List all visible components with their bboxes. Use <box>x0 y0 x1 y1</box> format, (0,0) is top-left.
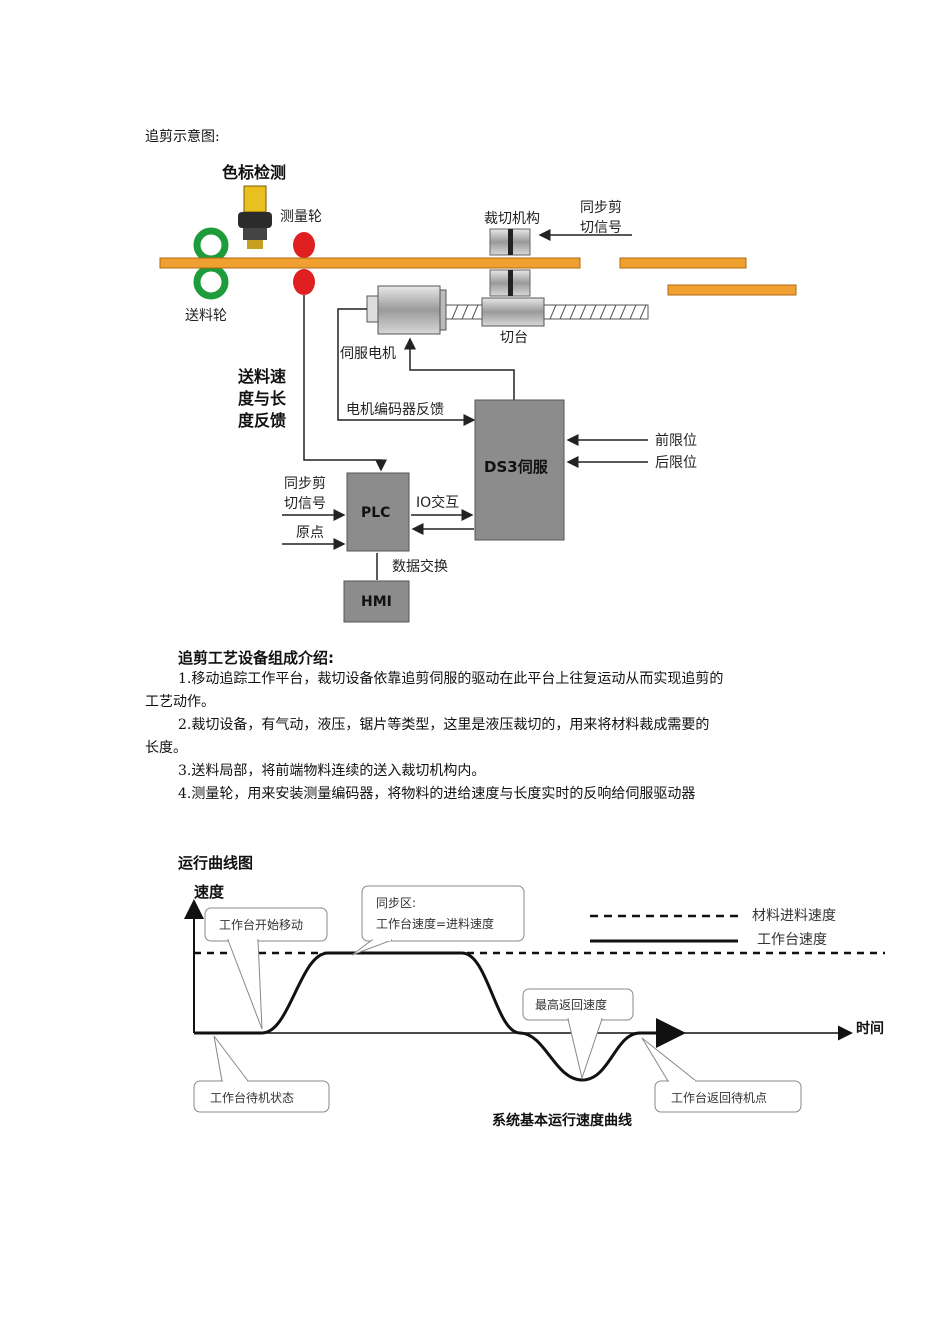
table-speed-curve <box>194 951 686 1082</box>
cutting-mechanism-label: 裁切机构 <box>484 211 540 227</box>
measure-wheel-bottom <box>293 269 315 295</box>
chase-cut-diagram: 色标检测 测量轮 送料轮 裁切机构 同步剪 切信号 切台 伺服电机 送料速 <box>159 163 797 623</box>
cut-table <box>481 297 545 327</box>
material-strip-cut-1 <box>619 257 747 269</box>
item-2-line2: 长度。 <box>145 740 187 756</box>
speed-curve-diagram: 速度 时间 材料进料速度 工作台速度 工作台开始移动 同步区: 工作台速度=进料… <box>184 883 885 1129</box>
feed-wheel-top <box>193 227 229 263</box>
callout-sync-line1: 同步区: <box>376 896 416 910</box>
curve-caption: 系统基本运行速度曲线 <box>492 1112 632 1129</box>
ds3-servo-label: DS3伺服 <box>484 458 549 476</box>
callout-sync-line2: 工作台速度=进料速度 <box>376 916 494 931</box>
data-exchange-label: 数据交换 <box>392 558 448 575</box>
item-2-line1: 2.裁切设备，有气动，液压，锯片等类型，这里是液压裁切的，用来将材料裁成需要的 <box>178 717 710 733</box>
color-mark-detect-label: 色标检测 <box>222 163 286 182</box>
color-sensor-icon <box>238 185 272 249</box>
y-axis-label: 速度 <box>194 883 225 901</box>
rear-limit-label: 后限位 <box>655 455 697 471</box>
material-strip-main <box>159 257 581 269</box>
item-1-line1: 1.移动追踪工作平台，裁切设备依靠追剪伺服的驱动在此平台上往复运动从而实现追剪的 <box>178 671 724 687</box>
section1-title: 追剪工艺设备组成介绍: <box>178 649 334 667</box>
ds3-servo-block <box>474 399 565 541</box>
encoder-feedback-label: 电机编码器反馈 <box>346 402 444 418</box>
x-axis-label: 时间 <box>856 1020 884 1037</box>
callout-start: 工作台开始移动 <box>219 917 303 932</box>
feed-speed-feedback-line2: 度与长 <box>238 389 287 408</box>
hmi-label: HMI <box>361 594 392 610</box>
legend-material-label: 材料进料速度 <box>752 908 836 924</box>
item-1-line2: 工艺动作。 <box>145 694 215 710</box>
material-strip-cut-2 <box>667 284 797 296</box>
callout-standby: 工作台待机状态 <box>210 1090 294 1105</box>
servo-motor <box>377 285 441 335</box>
front-limit-label: 前限位 <box>655 432 697 449</box>
io-exchange-label: IO交互 <box>416 494 459 511</box>
section2-title: 运行曲线图 <box>178 854 254 872</box>
feed-speed-feedback-line1: 送料速 <box>237 367 286 386</box>
feed-speed-feedback-line3: 度反馈 <box>238 411 286 430</box>
servo-motor-label: 伺服电机 <box>340 346 396 362</box>
measure-wheel-label: 测量轮 <box>280 209 322 225</box>
item-4-line1: 4.测量轮，用来安装测量编码器，将物料的进给速度与长度实时的反响给伺服驱动器 <box>178 786 696 802</box>
sync-signal-left-line1: 同步剪 <box>284 476 326 492</box>
legend-table-label: 工作台速度 <box>757 932 827 948</box>
sync-signal-top-line2: 切信号 <box>580 220 622 236</box>
ball-screw <box>445 304 649 320</box>
sync-signal-left-line2: 切信号 <box>284 496 326 512</box>
origin-label: 原点 <box>296 525 324 541</box>
measure-wheel-top <box>293 232 315 258</box>
plc-block <box>346 472 410 552</box>
feed-wheel-bottom <box>193 264 229 300</box>
plc-label: PLC <box>361 505 390 521</box>
item-3-line1: 3.送料局部，将前端物料连续的送入裁切机构内。 <box>178 763 486 779</box>
feed-wheel-label: 送料轮 <box>185 308 227 324</box>
cut-table-label: 切台 <box>500 330 528 346</box>
sync-signal-top-line1: 同步剪 <box>580 200 622 216</box>
callout-max-return: 最高返回速度 <box>535 997 607 1012</box>
caption-top: 追剪示意图: <box>145 129 220 145</box>
hmi-block <box>343 580 410 623</box>
callout-return-standby: 工作台返回待机点 <box>671 1090 767 1105</box>
